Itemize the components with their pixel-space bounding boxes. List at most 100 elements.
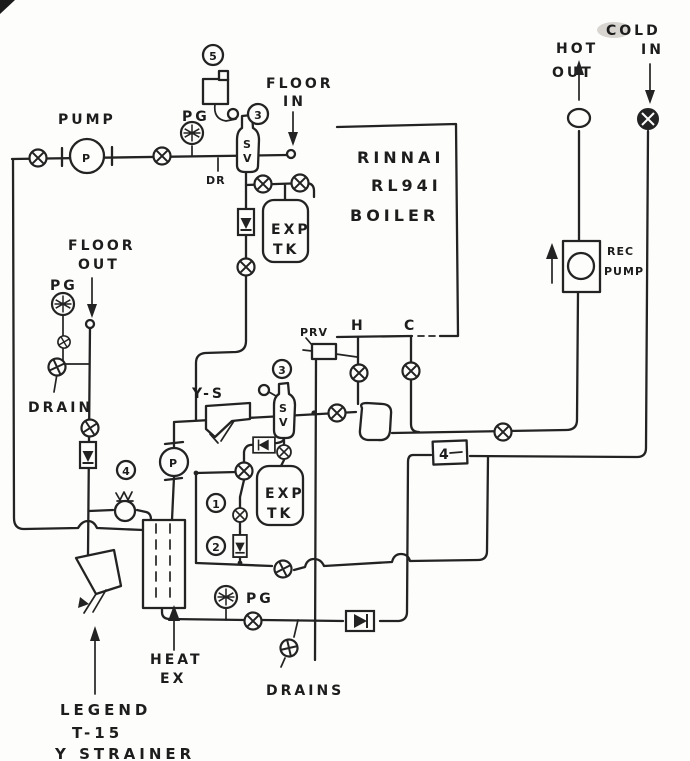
pump2-letter: P: [169, 457, 178, 470]
expansion-tank-top: EXP TK: [261, 198, 311, 264]
pipe-pg-left-and-drain-stub: [53, 315, 90, 393]
heat-ex-label-2: EX: [160, 671, 186, 687]
floor-in-port: FLOOR IN: [266, 76, 334, 160]
sv-vessel-body: [235, 113, 261, 174]
prv-label: PRV: [300, 326, 328, 339]
callout-2-number: 2: [212, 541, 220, 554]
pipe-bottom-drain-stub: [280, 619, 299, 668]
recirculation-pump: REC PUMP: [546, 239, 644, 294]
callout-5: 5: [201, 43, 225, 67]
pg-top-label: PG: [182, 109, 210, 125]
heat-ex-arrow-head: [168, 605, 180, 621]
mixing-fitting: [358, 401, 393, 442]
hot-out-port: HOT OUT: [552, 41, 595, 129]
ball-valve: [234, 461, 254, 481]
pump-flanges: [60, 145, 114, 168]
flow-check-4-arrow: [449, 451, 463, 454]
pressure-gauge: [50, 291, 76, 317]
ball-valve-small: [55, 333, 73, 351]
heat-exchanger-body: [141, 518, 187, 610]
exp-tank2-body: [255, 464, 305, 527]
floor-out-pipe-end: [84, 318, 96, 330]
cold-in-label-1: COLD: [606, 23, 661, 39]
drain-valve-bottom: [276, 635, 302, 661]
callout-2: 2: [205, 535, 227, 557]
floor-pump: P PUMP: [58, 112, 114, 175]
cold-in-label-2: IN: [641, 42, 664, 58]
floor-in-pipe-end: [285, 148, 297, 160]
boiler-box: RINNAI RL94I BOILER H C: [335, 122, 460, 339]
prv-body: [310, 342, 338, 361]
floor-out-label-2: OUT: [78, 257, 120, 273]
y-strainer-label: Y-S: [191, 386, 225, 402]
rec-pump-flow-arrow-head: [546, 243, 558, 259]
floor-out-label-1: FLOOR: [68, 238, 136, 254]
check-valve: [78, 440, 98, 470]
aquastat-relay: [201, 69, 230, 106]
boiler-word: BOILER: [350, 206, 439, 225]
legend-line-3: Y STRAINER: [54, 745, 195, 761]
callout-1: 1: [205, 492, 227, 514]
heat-ex-label-1: HEAT: [150, 652, 203, 668]
floor-in-label-1: FLOOR: [266, 76, 334, 92]
floor-in-arrow-head: [288, 132, 298, 146]
exp-tank1-label-1: EXP: [271, 222, 311, 238]
boiler-cold-port-label: C: [404, 318, 417, 334]
pipe-hot-out-run: [390, 129, 581, 435]
check-valve: [344, 609, 376, 633]
pipe-relay-to-sv: [213, 103, 237, 122]
boiler-brand: RINNAI: [357, 148, 444, 167]
drains-label: DRAINS: [266, 683, 344, 699]
cold-in-port: COLD IN: [606, 23, 664, 104]
pg-left-label: PG: [50, 278, 78, 294]
boiler-model: RL94I: [371, 176, 442, 195]
callout-5-number: 5: [209, 50, 217, 63]
legend-strainer-leg: [83, 589, 107, 614]
hot-out-arrow-head: [574, 60, 584, 75]
ball-valve: [253, 174, 273, 194]
drain-valve-left: [45, 355, 69, 379]
drain-label: DRAIN: [28, 400, 93, 416]
pump-letter: P: [82, 152, 91, 165]
secondary-pump: P: [158, 446, 190, 478]
rec-pump-label-2: PUMP: [604, 265, 644, 278]
legend-strainer-body: [74, 548, 123, 596]
pipe-junction-dot: [193, 470, 199, 476]
callout-3-top-number: 3: [254, 109, 262, 122]
pipe-boiler-cold-drop: [409, 335, 421, 434]
dr-label: DR: [206, 174, 226, 187]
callout-4: 4: [115, 459, 137, 481]
ball-valve: [243, 611, 263, 631]
exp-tank2-valve: [276, 444, 292, 460]
exp-tank2-label-2: TK: [267, 506, 293, 522]
sv2-vessel-cap: [257, 383, 271, 397]
pipe-cold-in-run: [160, 129, 650, 623]
ball-valve: [152, 146, 172, 166]
check-valve: [252, 436, 276, 454]
legend-strainer-tip: [78, 597, 89, 608]
sv2-vessel-body: [272, 381, 297, 440]
ball-valve: [493, 422, 513, 442]
pipe-pump2-column: [163, 421, 185, 522]
flow-check-4: 4: [431, 439, 469, 466]
callout-3-mid-number: 3: [278, 364, 286, 377]
legend-line-1: LEGEND: [60, 701, 151, 719]
pump-body: [68, 137, 106, 175]
heat-exchanger-plates: [155, 523, 171, 605]
pipe-globe-valve-branch: [87, 508, 153, 522]
pg-bottom-label: PG: [246, 591, 274, 607]
callout-3-top: 3: [246, 102, 270, 126]
ball-valve-cold: [401, 361, 421, 381]
pipe-junction-dot: [311, 410, 317, 416]
exp-tank2-label-1: EXP: [265, 486, 305, 502]
sv-letter-v: V: [243, 152, 253, 165]
relay-nub: [217, 69, 230, 82]
ball-valve: [327, 403, 347, 423]
pressure-relief-valve: PRV: [300, 326, 338, 361]
relay-body: [201, 77, 230, 106]
heat-exchanger: HEAT EX: [141, 518, 203, 687]
y-strainer-inline: Y-S: [191, 386, 252, 444]
callout-3-mid: 3: [271, 358, 293, 380]
legend-arrow-head: [90, 626, 100, 641]
pipe-left-return-loop: [11, 158, 145, 532]
